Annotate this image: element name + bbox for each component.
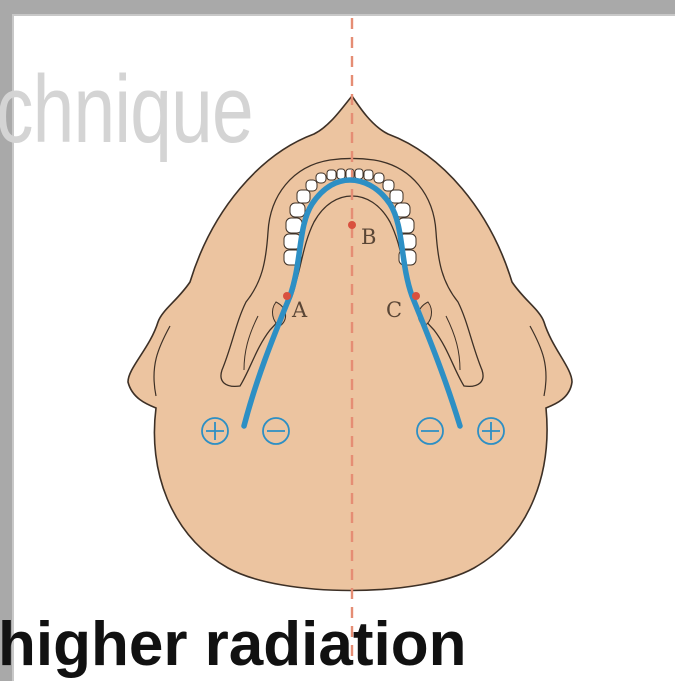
tooth bbox=[390, 190, 403, 203]
point-a-label: A bbox=[291, 298, 308, 322]
point-c-marker bbox=[412, 292, 420, 300]
point-b-label: B bbox=[361, 225, 376, 249]
tooth bbox=[290, 203, 305, 217]
tooth bbox=[327, 170, 336, 180]
tooth bbox=[364, 170, 373, 180]
point-c-label: C bbox=[386, 298, 402, 322]
tooth bbox=[286, 218, 302, 233]
slide-caption: higher radiation bbox=[0, 614, 466, 676]
point-b-marker bbox=[348, 221, 356, 229]
tooth bbox=[383, 180, 394, 191]
tooth bbox=[316, 173, 326, 183]
tooth bbox=[337, 169, 345, 179]
tooth bbox=[355, 169, 363, 179]
tooth bbox=[297, 190, 310, 203]
tooth bbox=[306, 180, 317, 191]
tooth bbox=[374, 173, 384, 183]
point-a-marker bbox=[283, 292, 291, 300]
